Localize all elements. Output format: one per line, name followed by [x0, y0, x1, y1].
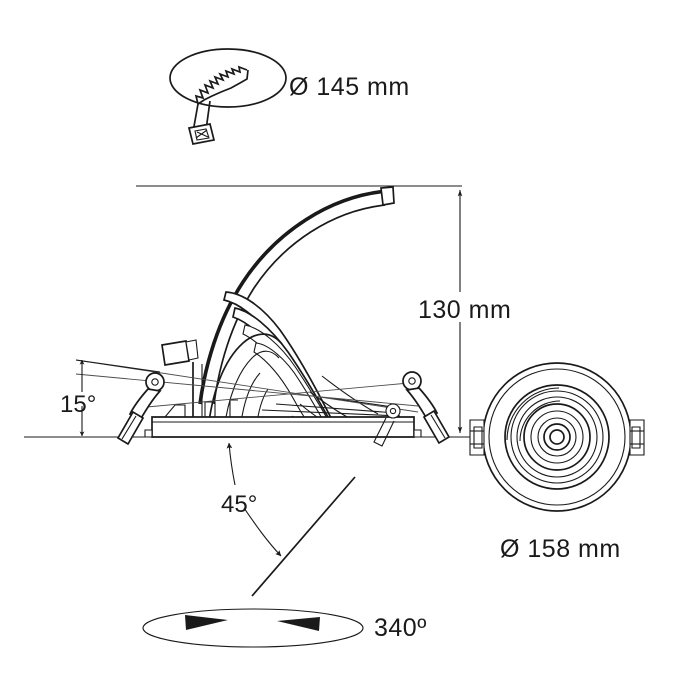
- spring-pivot-hole-right: [409, 378, 415, 384]
- tilt-angle-annotation: 15°: [60, 360, 160, 437]
- spring-blade-left-crease: [122, 416, 136, 439]
- ceiling-cutout-detail: Ø 145 mm: [170, 49, 410, 144]
- reflector-highlight-arc: [507, 388, 559, 440]
- reflector-ring-6: [538, 418, 576, 456]
- side-elevation-view: 130 mm: [24, 186, 511, 596]
- cutout-ellipse: [170, 49, 286, 107]
- flange-ear-right: [414, 430, 421, 437]
- rotation-arrow-left: [185, 615, 228, 630]
- reflector-highlight-arc-2: [520, 401, 560, 441]
- swivel-leader-to-ray: [244, 508, 281, 556]
- gimbal-frame-left: [165, 405, 185, 417]
- cutout-diameter-label: Ø 145 mm: [289, 73, 410, 101]
- saw-blade-back: [198, 70, 248, 104]
- height-dimension-label: 130 mm: [418, 296, 511, 324]
- led-bezel: [544, 424, 570, 450]
- face-clip-left: [470, 420, 484, 455]
- axis-construction-line-c: [136, 382, 420, 408]
- arm-tip-cap: [381, 187, 394, 205]
- swivel-leader-to-ceiling: [226, 442, 235, 485]
- arm-outer-edge: [200, 191, 388, 404]
- mounting-spring-left: [118, 373, 164, 444]
- mounting-spring-right: [403, 372, 449, 443]
- knuckle-hole-right: [390, 408, 395, 413]
- spring-blade-right-crease: [431, 415, 445, 438]
- driver-block: [162, 341, 189, 365]
- reflector-ring-2: [511, 391, 603, 483]
- reflector-ring-1: [505, 385, 609, 489]
- knuckle-tail-right: [374, 418, 394, 446]
- rotation-arrow-right: [277, 617, 320, 631]
- driver-block-side: [186, 340, 198, 360]
- face-rim-bevel: [489, 369, 625, 505]
- reflector-ring-5: [531, 411, 583, 463]
- flange-ear-left: [145, 430, 152, 437]
- reflector-ring-3: [517, 397, 597, 477]
- swivel-ray-line: [252, 477, 355, 596]
- front-face-view: Ø 158 mm: [470, 363, 644, 563]
- clip-left-inner: [474, 427, 482, 448]
- reflector-inner-left-2: [224, 351, 279, 430]
- gimbal-frame-long-a: [262, 410, 400, 416]
- face-clip-right: [630, 420, 644, 455]
- rotation-indicator: 340º: [143, 609, 427, 647]
- rotation-angle-label: 340º: [374, 614, 427, 642]
- face-diameter-label: Ø 158 mm: [500, 535, 621, 563]
- clip-right-inner: [632, 427, 640, 448]
- gimbal-frame-long-b: [276, 404, 396, 413]
- swivel-angle-annotation: 45°: [221, 442, 355, 596]
- spring-pivot-hole-left: [152, 379, 158, 385]
- tilt-ray-line: [76, 360, 160, 372]
- arm-inner-edge: [214, 205, 385, 404]
- rotation-ellipse: [143, 609, 363, 647]
- reflector-ring-4: [524, 404, 590, 470]
- led-emitter: [550, 430, 564, 444]
- saw-handle-detail-b: [197, 132, 208, 137]
- saw-blade-teeth: [196, 67, 247, 104]
- gimbal-frame-mid: [205, 402, 215, 417]
- swivel-knuckle-right: [386, 404, 400, 418]
- tilt-angle-label: 15°: [60, 391, 96, 418]
- swivel-angle-label: 45°: [221, 491, 257, 518]
- axis-construction-line-b: [76, 374, 418, 406]
- gimbal-frame-mid2: [230, 400, 238, 417]
- trim-flange: [152, 417, 414, 437]
